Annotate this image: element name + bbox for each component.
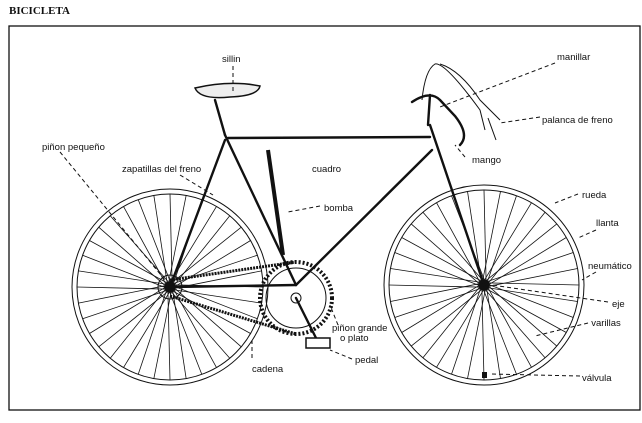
spoke bbox=[175, 240, 251, 287]
label-bomba: bomba bbox=[324, 203, 354, 214]
spoke bbox=[422, 211, 483, 280]
label-cadena: cadena bbox=[252, 364, 284, 375]
pedal-shape bbox=[305, 337, 331, 349]
label-rueda: rueda bbox=[582, 190, 607, 201]
spoke bbox=[483, 290, 517, 375]
spoke bbox=[169, 292, 203, 375]
diagram-title: BICICLETA bbox=[9, 5, 70, 17]
label-neumatico: neumático bbox=[588, 261, 632, 272]
leader-lines bbox=[59, 62, 609, 377]
spoke bbox=[109, 215, 169, 282]
diagram-border bbox=[8, 25, 641, 411]
small-sprocket bbox=[157, 274, 183, 300]
label-sillin: sillin bbox=[222, 54, 240, 65]
spoke bbox=[489, 282, 580, 286]
pump bbox=[266, 149, 285, 256]
label-llanta: llanta bbox=[596, 218, 619, 229]
label-o-plato: o plato bbox=[340, 333, 369, 344]
spoke bbox=[78, 270, 165, 285]
spoke bbox=[489, 237, 567, 285]
spoke bbox=[78, 285, 165, 304]
label-mango: mango bbox=[472, 155, 501, 166]
spoke bbox=[137, 199, 171, 282]
label-pinon-pequeno: piñon pequeño bbox=[42, 142, 105, 153]
spoke bbox=[487, 195, 517, 281]
spoke bbox=[422, 287, 480, 359]
spoke bbox=[169, 193, 173, 282]
bike-frame bbox=[157, 63, 501, 349]
spoke bbox=[390, 268, 479, 283]
spoke bbox=[483, 189, 487, 280]
spoke bbox=[109, 289, 166, 359]
front-wheel bbox=[383, 184, 585, 386]
label-cuadro: cuadro bbox=[312, 164, 341, 175]
spoke bbox=[481, 290, 485, 381]
spoke bbox=[167, 292, 171, 381]
spoke bbox=[89, 240, 167, 283]
spoke bbox=[485, 290, 546, 359]
saddle bbox=[193, 82, 261, 99]
spoke bbox=[171, 292, 231, 359]
spoke bbox=[174, 215, 231, 285]
spoke bbox=[451, 289, 481, 375]
spoke bbox=[137, 291, 167, 375]
label-pinon-grande: piñon grande bbox=[332, 323, 387, 334]
label-valvula: válvula bbox=[582, 373, 612, 384]
label-varillas: varillas bbox=[591, 318, 621, 329]
valve bbox=[482, 372, 487, 378]
label-palanca-de-freno: palanca de freno bbox=[542, 115, 613, 126]
spoke bbox=[487, 289, 567, 333]
spoke bbox=[173, 291, 251, 334]
spoke bbox=[390, 283, 479, 302]
label-eje: eje bbox=[612, 299, 625, 310]
spoke bbox=[401, 237, 481, 281]
label-zapatillas-del-freno: zapatillas del freno bbox=[122, 164, 201, 175]
label-pedal: pedal bbox=[355, 355, 378, 366]
brake-lever bbox=[487, 117, 497, 141]
chain bbox=[169, 294, 297, 336]
label-manillar: manillar bbox=[557, 52, 590, 63]
spoke bbox=[175, 289, 262, 304]
spoke bbox=[488, 211, 546, 283]
spoke bbox=[89, 287, 165, 334]
spoke bbox=[401, 285, 479, 333]
spoke bbox=[489, 287, 578, 302]
